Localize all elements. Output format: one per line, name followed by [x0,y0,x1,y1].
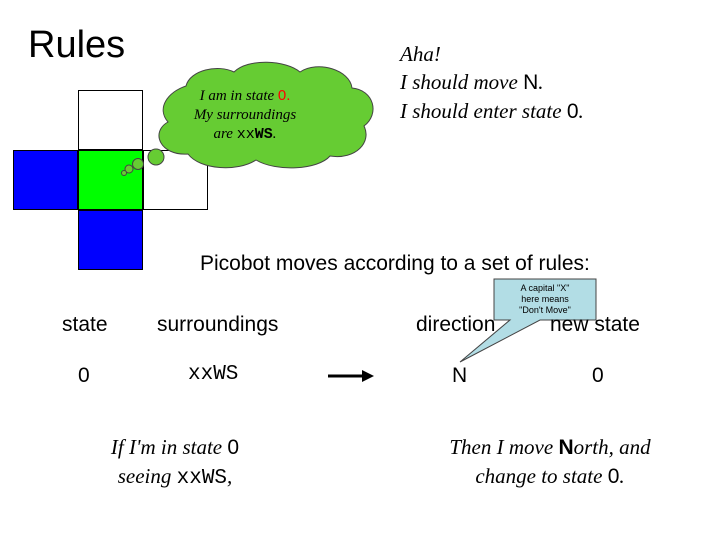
row-state: 0 [78,364,90,387]
row-direction: N [452,364,468,387]
caption-left-line-1: If I'm in state 0 [110,435,240,459]
cell-picobot [78,150,143,210]
thought-text: I am in state 0. My surroundings are xxW… [170,86,320,144]
aha-line-3: I should enter state 0. [400,99,584,123]
row-new-state: 0 [592,364,604,387]
thought-state: 0. [277,87,291,104]
header-state: state [62,313,108,336]
callout-line-3: "Don't Move" [519,305,571,315]
cell-north [78,90,143,150]
callout-text: A capital "X" here means "Don't Move" [498,283,592,316]
thought-line-3: are xxWS. [213,126,277,143]
aha-line-1: Aha! [400,42,441,66]
header-new-state: new state [550,313,640,336]
cell-west [13,150,78,210]
row-surroundings: xxWS [188,363,239,386]
header-surroundings: surroundings [157,313,279,336]
caption-right-line-2: change to state 0. [475,464,625,488]
arrow-icon [328,370,374,382]
caption-right-line-1: Then I move North, and [449,435,651,459]
header-direction: direction [416,313,496,336]
callout-line-1: A capital "X" [520,283,570,293]
callout-line-2: here means [521,294,569,304]
cell-south [78,210,143,270]
callout-shape [459,278,597,363]
slide-title: Rules [28,24,126,66]
aha-text: Aha! I should move N. I should enter sta… [400,40,584,126]
rules-heading: Picobot moves according to a set of rule… [200,252,590,275]
thought-line-1: I am in state 0. [199,87,291,104]
thought-line-2: My surroundings [193,107,297,123]
caption-left-line-2: seeing xxWS, [117,464,233,490]
caption-left: If I'm in state 0 seeing xxWS, [60,433,290,493]
caption-right: Then I move North, and change to state 0… [400,433,700,491]
aha-line-2: I should move N. [400,70,544,94]
